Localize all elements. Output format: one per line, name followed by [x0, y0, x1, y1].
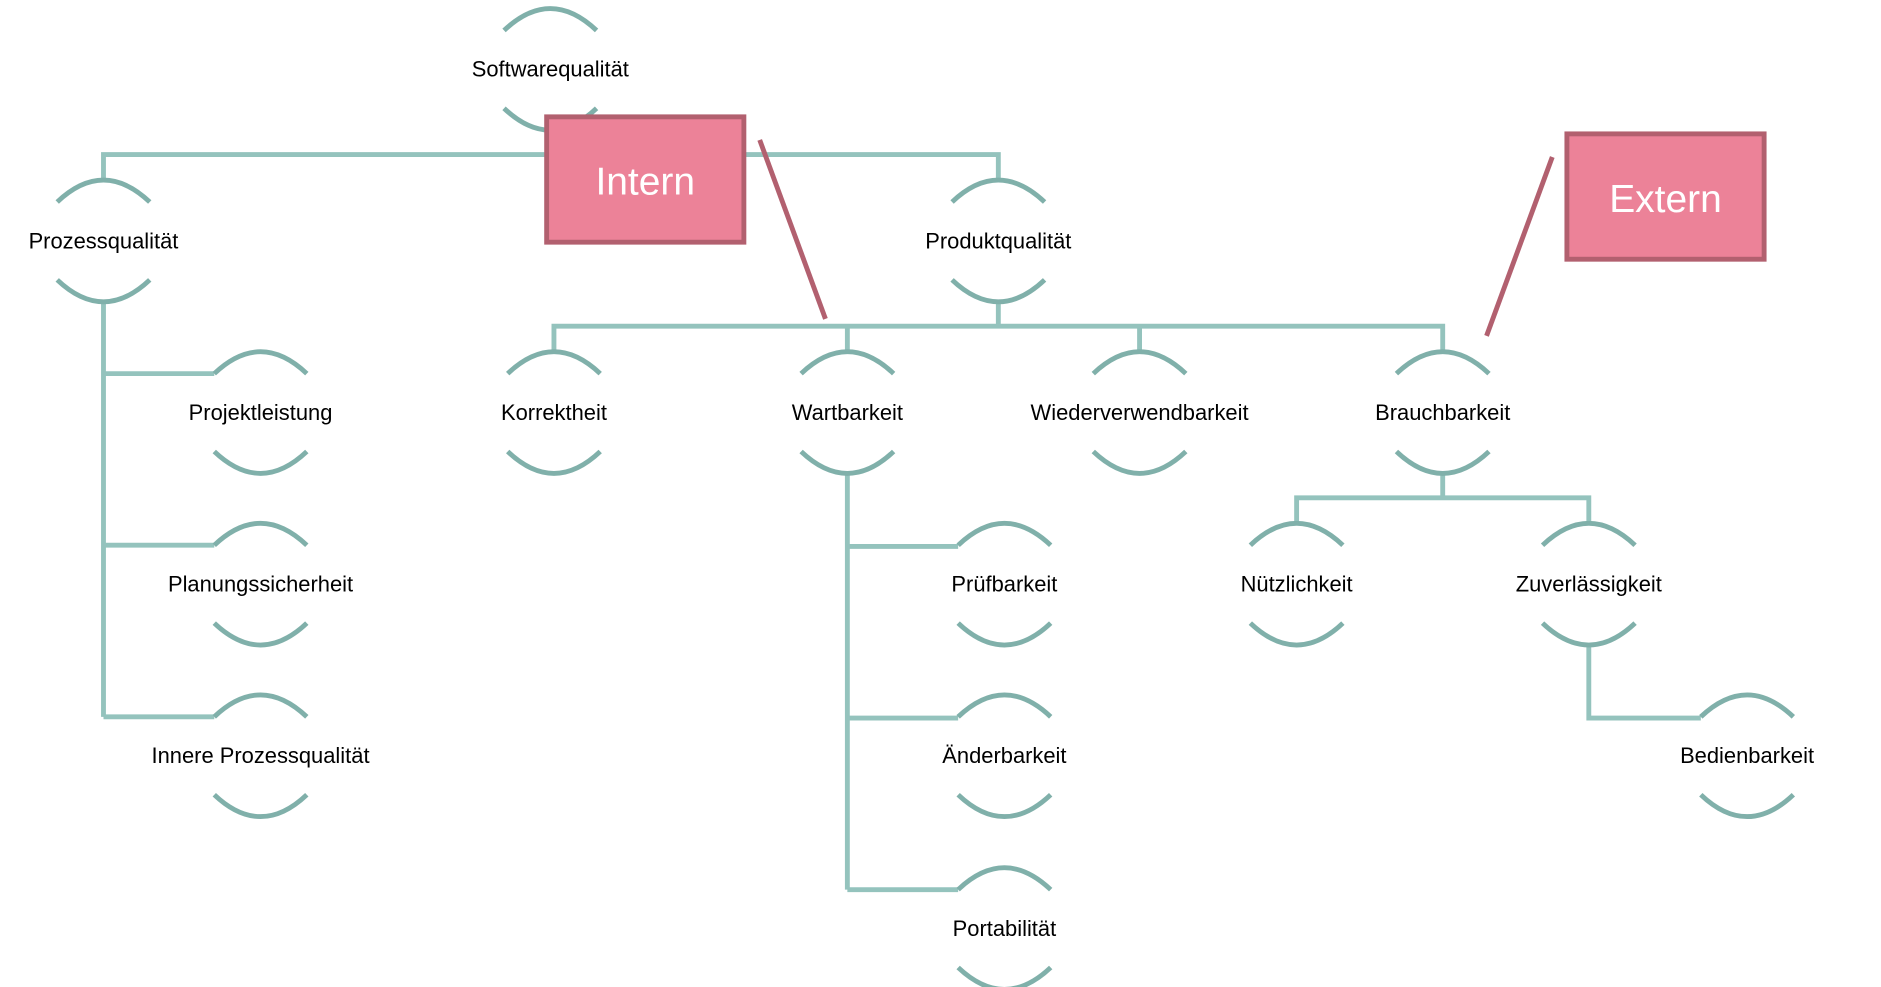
node-brauchbarkeit[interactable]: Brauchbarkeit	[1375, 349, 1510, 476]
node-top-arc	[506, 349, 602, 376]
node-label: Prozessqualität	[29, 228, 179, 253]
node-label: Prüfbarkeit	[951, 571, 1057, 596]
node-label: Korrektheit	[501, 400, 607, 425]
extern-callout-pointer	[1484, 156, 1555, 337]
node-top-arc	[502, 6, 599, 33]
node-top-arc	[799, 349, 896, 376]
node-bottom-arc	[956, 965, 1053, 987]
node-bottom-arc	[1540, 621, 1637, 648]
node-top-arc	[1540, 521, 1637, 547]
node-top-arc	[1248, 521, 1345, 547]
node-label: Wartbarkeit	[792, 400, 903, 425]
connector-root-prozess	[101, 130, 553, 181]
node-top-arc	[1091, 349, 1188, 376]
node-aenderbarkeit[interactable]: Änderbarkeit	[942, 692, 1067, 819]
extern-callout-box[interactable]	[1564, 131, 1767, 262]
node-produktqualitaet[interactable]: Produktqualität	[925, 177, 1071, 305]
node-label: Bedienbarkeit	[1680, 743, 1814, 768]
node-bottom-arc	[1699, 792, 1796, 819]
node-label: Innere Prozessqualität	[152, 743, 370, 768]
node-bottom-arc	[956, 621, 1053, 648]
intern-callout-box[interactable]	[544, 114, 747, 245]
node-label: Brauchbarkeit	[1375, 400, 1510, 425]
node-top-arc	[212, 349, 309, 376]
node-pruefbarkeit[interactable]: Prüfbarkeit	[951, 521, 1057, 648]
node-label: Projektleistung	[189, 400, 333, 425]
node-top-arc	[212, 521, 309, 547]
node-softwarequalitaet[interactable]: Softwarequalität	[472, 6, 629, 133]
node-top-arc	[956, 865, 1053, 892]
node-bottom-arc	[1248, 621, 1345, 648]
connector-zuverlaessigkeit-bedienbarkeit	[1586, 645, 1701, 721]
node-planungssicherheit[interactable]: Planungssicherheit	[168, 521, 353, 648]
node-innere-prozessqualitaet[interactable]: Innere Prozessqualität	[152, 692, 370, 819]
node-zuverlaessigkeit[interactable]: Zuverlässigkeit	[1516, 521, 1662, 648]
node-label: Nützlichkeit	[1241, 571, 1353, 596]
node-portabilitaet[interactable]: Portabilität	[953, 865, 1057, 987]
node-bottom-arc	[950, 278, 1047, 305]
node-projektleistung[interactable]: Projektleistung	[189, 349, 333, 476]
intern-callout-label: Intern	[595, 161, 695, 204]
node-bottom-arc	[212, 449, 309, 476]
node-top-arc	[1699, 692, 1796, 719]
node-bedienbarkeit[interactable]: Bedienbarkeit	[1680, 692, 1814, 819]
node-top-arc	[212, 692, 309, 719]
node-bottom-arc	[506, 449, 602, 476]
node-bottom-arc	[799, 449, 896, 476]
node-top-arc	[950, 177, 1047, 204]
node-korrektheit[interactable]: Korrektheit	[501, 349, 607, 476]
node-bottom-arc	[956, 792, 1053, 819]
node-nuetzlichkeit[interactable]: Nützlichkeit	[1241, 521, 1353, 648]
extern-callout-label: Extern	[1609, 178, 1722, 221]
node-label: Produktqualität	[925, 228, 1071, 253]
node-wiederverwendbarkeit[interactable]: Wiederverwendbarkeit	[1031, 349, 1249, 476]
node-bottom-arc	[1091, 449, 1188, 476]
node-wartbarkeit[interactable]: Wartbarkeit	[792, 349, 903, 476]
node-bottom-arc	[212, 792, 309, 819]
node-label: Portabilität	[953, 916, 1057, 941]
node-label: Planungssicherheit	[168, 571, 353, 596]
node-bottom-arc	[1394, 449, 1491, 476]
node-bottom-arc	[55, 278, 152, 305]
connectors	[101, 130, 1701, 893]
node-bottom-arc	[212, 621, 309, 648]
node-label: Softwarequalität	[472, 57, 629, 82]
node-top-arc	[1394, 349, 1491, 376]
node-label: Zuverlässigkeit	[1516, 571, 1662, 596]
node-top-arc	[55, 177, 152, 204]
node-prozessqualitaet[interactable]: Prozessqualität	[29, 177, 179, 305]
node-label: Änderbarkeit	[942, 743, 1066, 768]
connector-produkt-bus	[551, 300, 1446, 351]
intern-callout-pointer	[757, 139, 828, 320]
node-label: Wiederverwendbarkeit	[1031, 400, 1249, 425]
node-top-arc	[956, 692, 1053, 719]
node-top-arc	[956, 521, 1053, 547]
connector-brauchbarkeit-children	[1294, 473, 1592, 523]
